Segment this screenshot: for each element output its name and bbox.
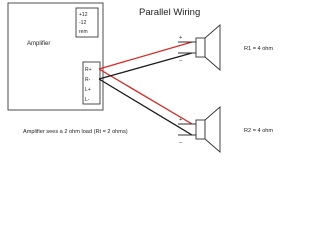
diagram-title: Parallel Wiring [139,7,200,18]
wire-rplus-to-speaker1-plus [98,41,193,70]
speaker-1: + − R1 = 4 ohm [178,24,273,71]
wire-rminus-to-speaker2-minus [98,78,193,136]
terminal-label-minus12: -12 [79,20,86,26]
speaker-1-minus-label: − [179,58,182,64]
terminal-label-r-plus: R+ [85,67,92,73]
wire-rminus-to-speaker1-minus [98,52,193,80]
terminal-label-rem: rem [79,29,88,35]
amplifier-label: Amplifier [27,41,50,47]
speaker-2-plus-label: + [179,117,182,123]
speaker-2: + − R2 = 4 ohm [178,106,273,153]
speaker-2-minus-label: − [179,140,182,146]
terminal-label-l-plus: L+ [85,87,91,93]
speaker-1-magnet [195,37,206,58]
parallel-wiring-diagram: Parallel Wiring Amplifier +12 -12 rem R+… [7,2,273,153]
terminal-label-plus12: +12 [79,12,88,18]
load-caption: Amplifier sees a 2 ohm load (Rt = 2 ohms… [23,129,128,135]
speaker-2-cone [204,106,221,153]
speaker-1-cone [204,24,221,71]
wire-rplus-to-speaker2-plus [98,68,193,125]
speaker-terminal-block [82,61,101,105]
speaker-1-label: R1 = 4 ohm [244,46,273,52]
terminal-label-r-minus: R- [85,77,91,83]
speaker-1-plus-label: + [179,35,182,41]
power-terminal-block [75,7,99,38]
speaker-2-label: R2 = 4 ohm [244,128,273,134]
terminal-label-l-minus: L- [85,97,90,103]
speaker-2-magnet [195,119,206,140]
